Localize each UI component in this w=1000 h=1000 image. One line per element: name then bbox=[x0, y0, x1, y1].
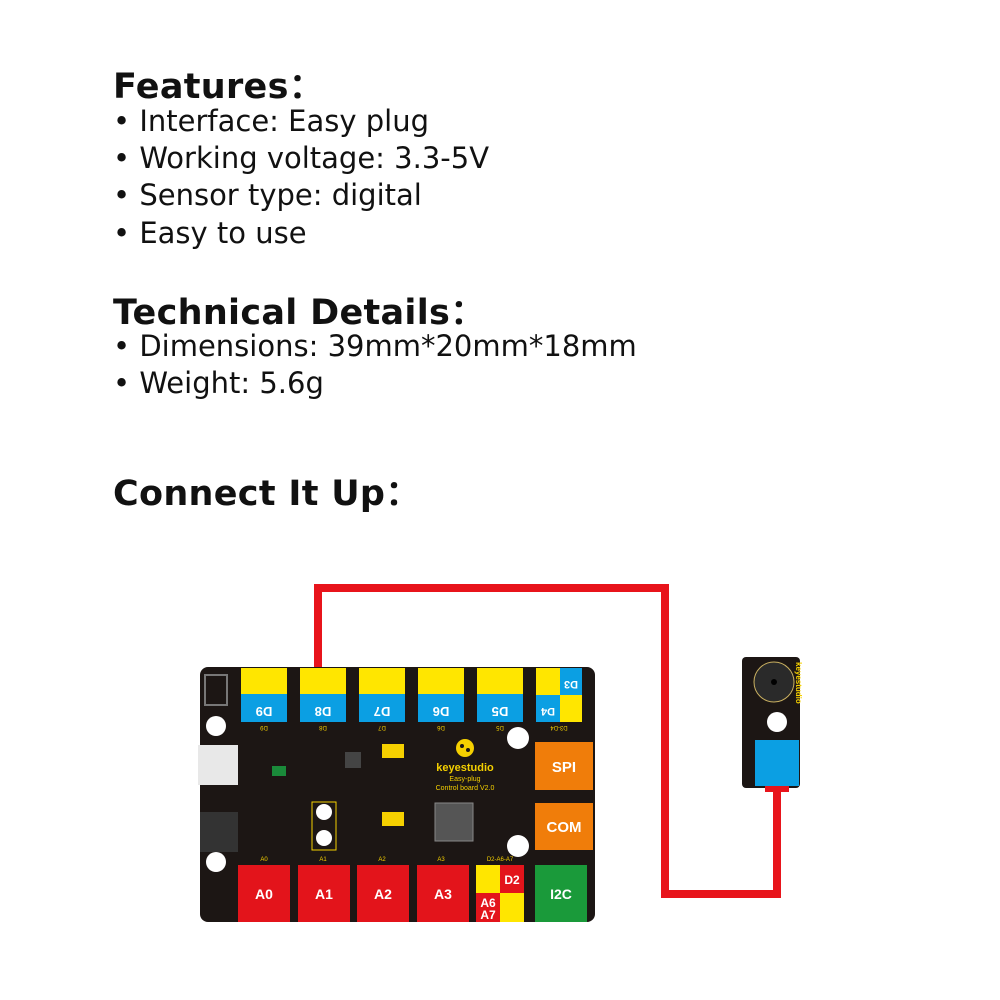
red-wire bbox=[314, 584, 781, 898]
port-d7 bbox=[359, 694, 405, 722]
port-d5 bbox=[477, 694, 523, 722]
silk-label: A1 bbox=[319, 857, 327, 863]
port-label: SPI bbox=[552, 759, 576, 776]
technical-item: • Weight: 5.6g bbox=[113, 366, 324, 400]
port-label: I2C bbox=[550, 886, 572, 902]
feature-item: • Interface: Easy plug bbox=[113, 104, 429, 138]
port-d8-yellow bbox=[300, 668, 346, 694]
port-d4-blue bbox=[536, 695, 560, 722]
silk-label: D7 bbox=[378, 724, 386, 730]
silk-label: D9 bbox=[260, 724, 268, 730]
port-label: A3 bbox=[434, 886, 452, 902]
feature-item: • Easy to use bbox=[113, 216, 307, 250]
buzzer-module: keyestudio bbox=[742, 657, 803, 792]
board-line1: Easy-plug bbox=[449, 776, 480, 783]
port-d2 bbox=[500, 865, 524, 893]
port-a3 bbox=[417, 865, 469, 922]
control-board: keyestudio Easy-plug Control board V2.0 bbox=[198, 667, 595, 922]
port-label: D4 bbox=[540, 705, 555, 717]
port-label: A2 bbox=[374, 886, 392, 902]
port-a6-a7 bbox=[476, 893, 500, 922]
port-d9-yellow bbox=[241, 668, 287, 694]
port-label: A1 bbox=[315, 886, 333, 902]
port-label: A6 bbox=[480, 896, 496, 910]
technical-heading: Technical Details： bbox=[113, 293, 486, 333]
port-d7-yellow bbox=[359, 668, 405, 694]
port-d3-blue bbox=[560, 668, 582, 695]
port-spi bbox=[535, 742, 593, 790]
port-label: A7 bbox=[480, 908, 496, 922]
port-a0 bbox=[238, 865, 290, 922]
port-label: A0 bbox=[255, 886, 273, 902]
port-label: COM bbox=[547, 819, 582, 836]
port-a2 bbox=[357, 865, 409, 922]
port-a1 bbox=[298, 865, 350, 922]
port-label: D2 bbox=[504, 873, 520, 887]
port-d5-yellow bbox=[477, 668, 523, 694]
port-label: D3 bbox=[564, 678, 578, 690]
port-d8 bbox=[300, 694, 346, 722]
board-brand: keyestudio bbox=[436, 762, 494, 774]
connect-heading: Connect It Up： bbox=[113, 474, 421, 514]
technical-item: • Dimensions: 39mm*20mm*18mm bbox=[113, 329, 637, 363]
silk-label: D2-A6-A7 bbox=[487, 857, 514, 863]
port-d9 bbox=[241, 694, 287, 722]
silk-label: D8 bbox=[319, 724, 327, 730]
silk-label: A3 bbox=[437, 857, 445, 863]
port-label: D6 bbox=[433, 704, 450, 719]
silk-label: D3-D4 bbox=[550, 724, 568, 730]
port-com bbox=[535, 803, 593, 850]
port-label: D9 bbox=[256, 704, 273, 719]
port-label: D7 bbox=[374, 704, 391, 719]
feature-item: • Working voltage: 3.3-5V bbox=[113, 141, 490, 175]
port-d6-yellow bbox=[418, 668, 464, 694]
port-label: D5 bbox=[492, 704, 509, 719]
module-brand: keyestudio bbox=[794, 662, 803, 704]
port-label: D8 bbox=[315, 704, 332, 719]
silk-label: A0 bbox=[260, 857, 268, 863]
ladybug-logo-icon bbox=[456, 739, 474, 757]
port-d6 bbox=[418, 694, 464, 722]
features-heading: Features： bbox=[113, 67, 325, 107]
board-line2: Control board V2.0 bbox=[436, 785, 495, 792]
silk-label: A2 bbox=[378, 857, 386, 863]
feature-item: • Sensor type: digital bbox=[113, 178, 422, 212]
port-i2c bbox=[535, 865, 587, 922]
silk-label: D5 bbox=[496, 724, 504, 730]
silk-label: D6 bbox=[437, 724, 445, 730]
